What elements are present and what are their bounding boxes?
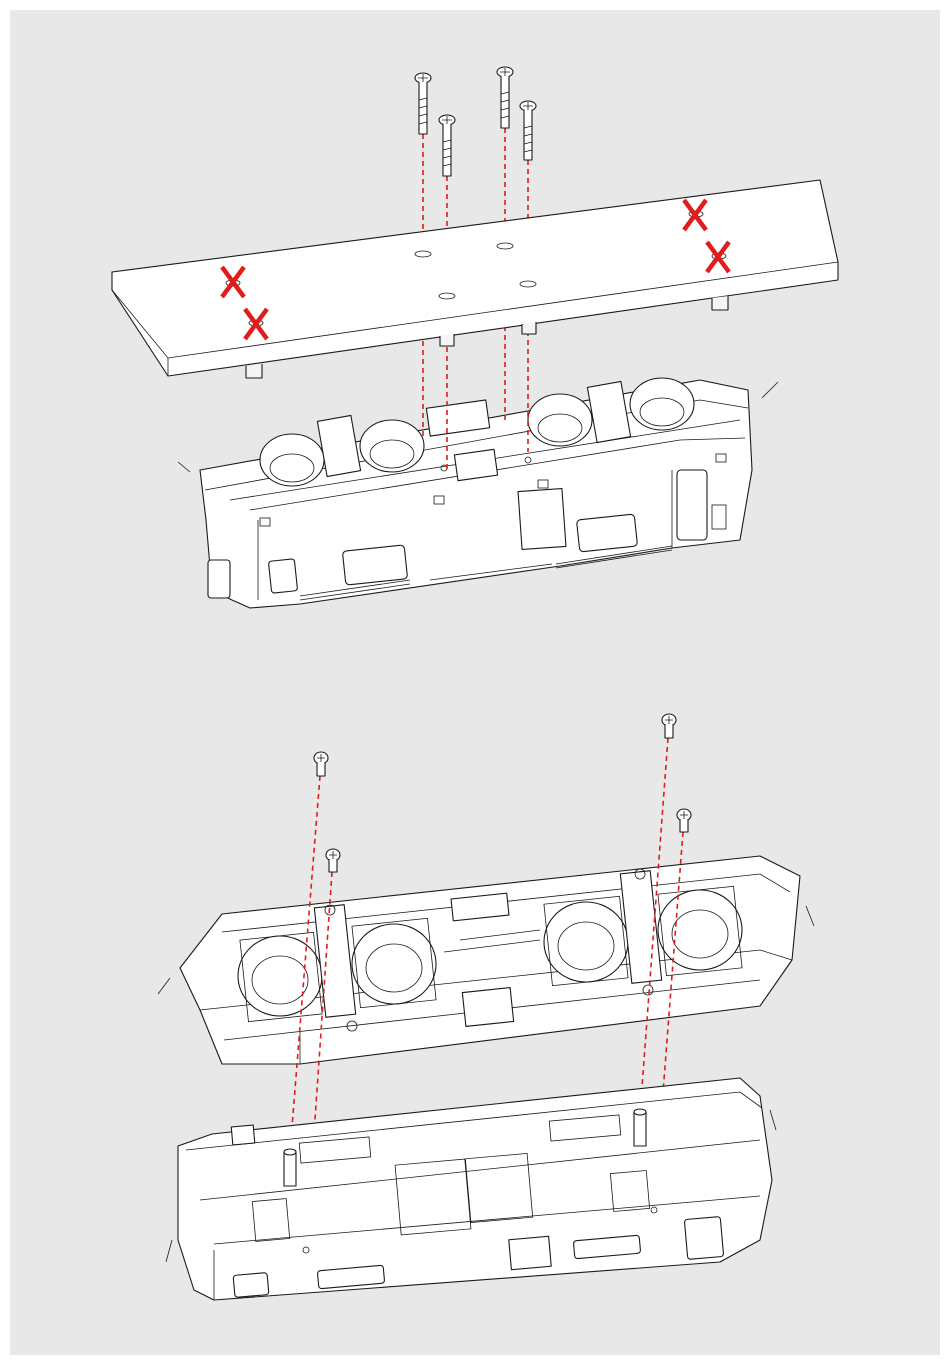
motor-assembly	[158, 856, 814, 1064]
screw-5	[314, 752, 328, 776]
screw-6	[326, 849, 340, 872]
instruction-sheet	[10, 10, 940, 1355]
screws-top	[415, 67, 536, 176]
lower-frame	[166, 1078, 776, 1300]
chassis-assembly	[178, 378, 778, 608]
screws-bottom	[314, 714, 691, 872]
screw-4	[520, 101, 536, 160]
cover-plate	[112, 180, 838, 378]
assembly-diagram	[10, 10, 940, 1355]
top-group	[112, 67, 838, 608]
screw-1	[415, 73, 431, 134]
screw-7	[662, 714, 676, 738]
screw-8	[677, 809, 691, 832]
screw-2	[439, 115, 455, 176]
bottom-group	[158, 714, 814, 1300]
screw-3	[497, 67, 513, 128]
